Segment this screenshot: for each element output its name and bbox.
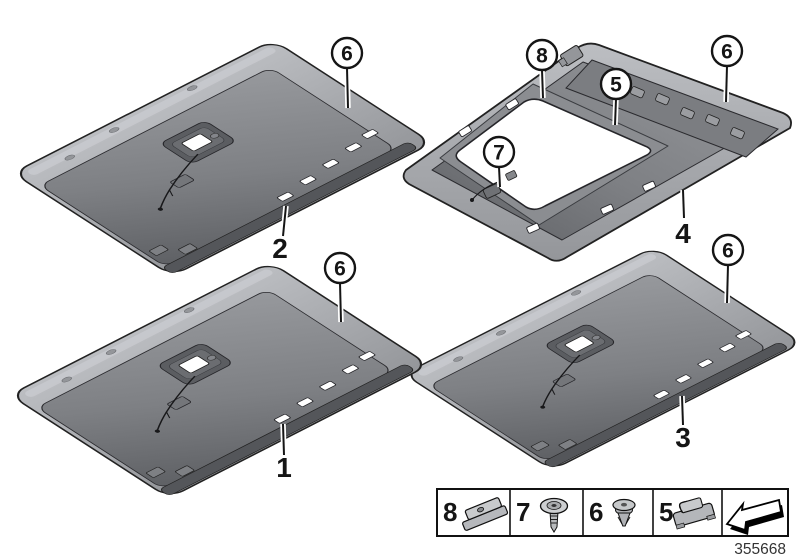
callout-6-panel-1[interactable]: 6	[323, 251, 357, 323]
svg-text:5: 5	[610, 74, 622, 97]
svg-text:6: 6	[341, 43, 353, 66]
svg-text:6: 6	[721, 41, 733, 64]
callout-6-panel-2[interactable]: 6	[330, 36, 364, 109]
svg-text:2: 2	[272, 233, 288, 264]
screw-with-washer-icon	[539, 497, 569, 533]
callout-5-panel-4[interactable]: 5	[599, 67, 633, 126]
headliner-panel-3	[402, 245, 800, 472]
svg-text:6: 6	[589, 497, 603, 527]
svg-text:1: 1	[276, 452, 292, 483]
headliner-panel-1	[8, 260, 431, 500]
callout-8-panel-4[interactable]: 8	[525, 38, 559, 99]
svg-text:8: 8	[536, 45, 548, 68]
legend-cell-8[interactable]: 8	[443, 496, 509, 531]
headliner-panel-2	[11, 38, 434, 278]
panel-label-1[interactable]: 1	[276, 423, 292, 483]
panel-label-3[interactable]: 3	[675, 395, 691, 453]
legend-cell-6[interactable]: 6	[589, 497, 636, 527]
drawing-number: 355668	[734, 541, 786, 558]
svg-text:7: 7	[493, 142, 505, 165]
callout-6-panel-3[interactable]: 6	[711, 233, 745, 304]
rail-clip-icon	[462, 497, 509, 531]
svg-text:6: 6	[334, 258, 346, 281]
panel-label-2[interactable]: 2	[272, 205, 289, 264]
svg-text:6: 6	[722, 240, 734, 263]
sunroof-opening	[455, 98, 652, 211]
svg-text:7: 7	[516, 497, 530, 527]
svg-text:5: 5	[659, 497, 673, 527]
headliner-panel-4-sunroof	[402, 42, 792, 262]
fastener-legend: 8 7 6	[436, 488, 789, 537]
svg-text:4: 4	[675, 218, 691, 249]
panel-label-4[interactable]: 4	[675, 189, 691, 249]
svg-text:8: 8	[443, 497, 457, 527]
callout-6-panel-4[interactable]: 6	[710, 34, 744, 103]
legend-cell-arrow	[725, 498, 784, 535]
legend-cell-5[interactable]: 5	[659, 495, 716, 530]
expanding-rivet-icon	[612, 498, 636, 527]
direction-of-travel-arrow-icon	[725, 498, 784, 535]
spring-clip-icon	[672, 497, 716, 530]
legend-cell-7[interactable]: 7	[516, 497, 569, 533]
callout-7-panel-4[interactable]: 7	[482, 135, 516, 188]
svg-text:3: 3	[675, 422, 691, 453]
